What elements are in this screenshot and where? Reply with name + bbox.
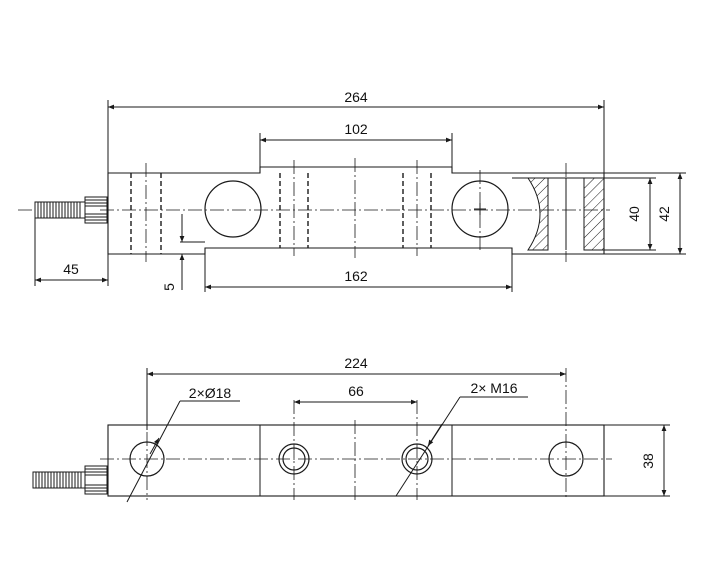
- dim-lower-span: 162: [344, 268, 368, 284]
- dim-hole-spacing: 224: [344, 355, 368, 371]
- section-hatch-right: [583, 177, 605, 251]
- top-cable-connector: [32, 465, 108, 495]
- cable-connector: [18, 196, 110, 224]
- side-left-bore: [204, 180, 262, 238]
- dim-thread-spacing: 66: [348, 383, 364, 399]
- label-through-holes: 2×Ø18: [189, 385, 232, 401]
- dim-center-span: 102: [344, 121, 368, 137]
- side-view: 264 102 162 45 5 40 42: [18, 89, 686, 292]
- section-hatch-left: [527, 177, 549, 251]
- dim-width: 38: [640, 453, 656, 469]
- dim-cable-length: 45: [63, 261, 79, 277]
- dim-step: 5: [161, 283, 177, 291]
- dim-overall-length: 264: [344, 89, 368, 105]
- top-view: 224 66 38 2×Ø18 2× M16: [32, 355, 670, 503]
- top-body-outline: [107, 424, 605, 497]
- label-thread-holes: 2× M16: [470, 380, 517, 396]
- dim-inner-height: 40: [626, 206, 642, 222]
- dim-outer-height: 42: [656, 206, 672, 222]
